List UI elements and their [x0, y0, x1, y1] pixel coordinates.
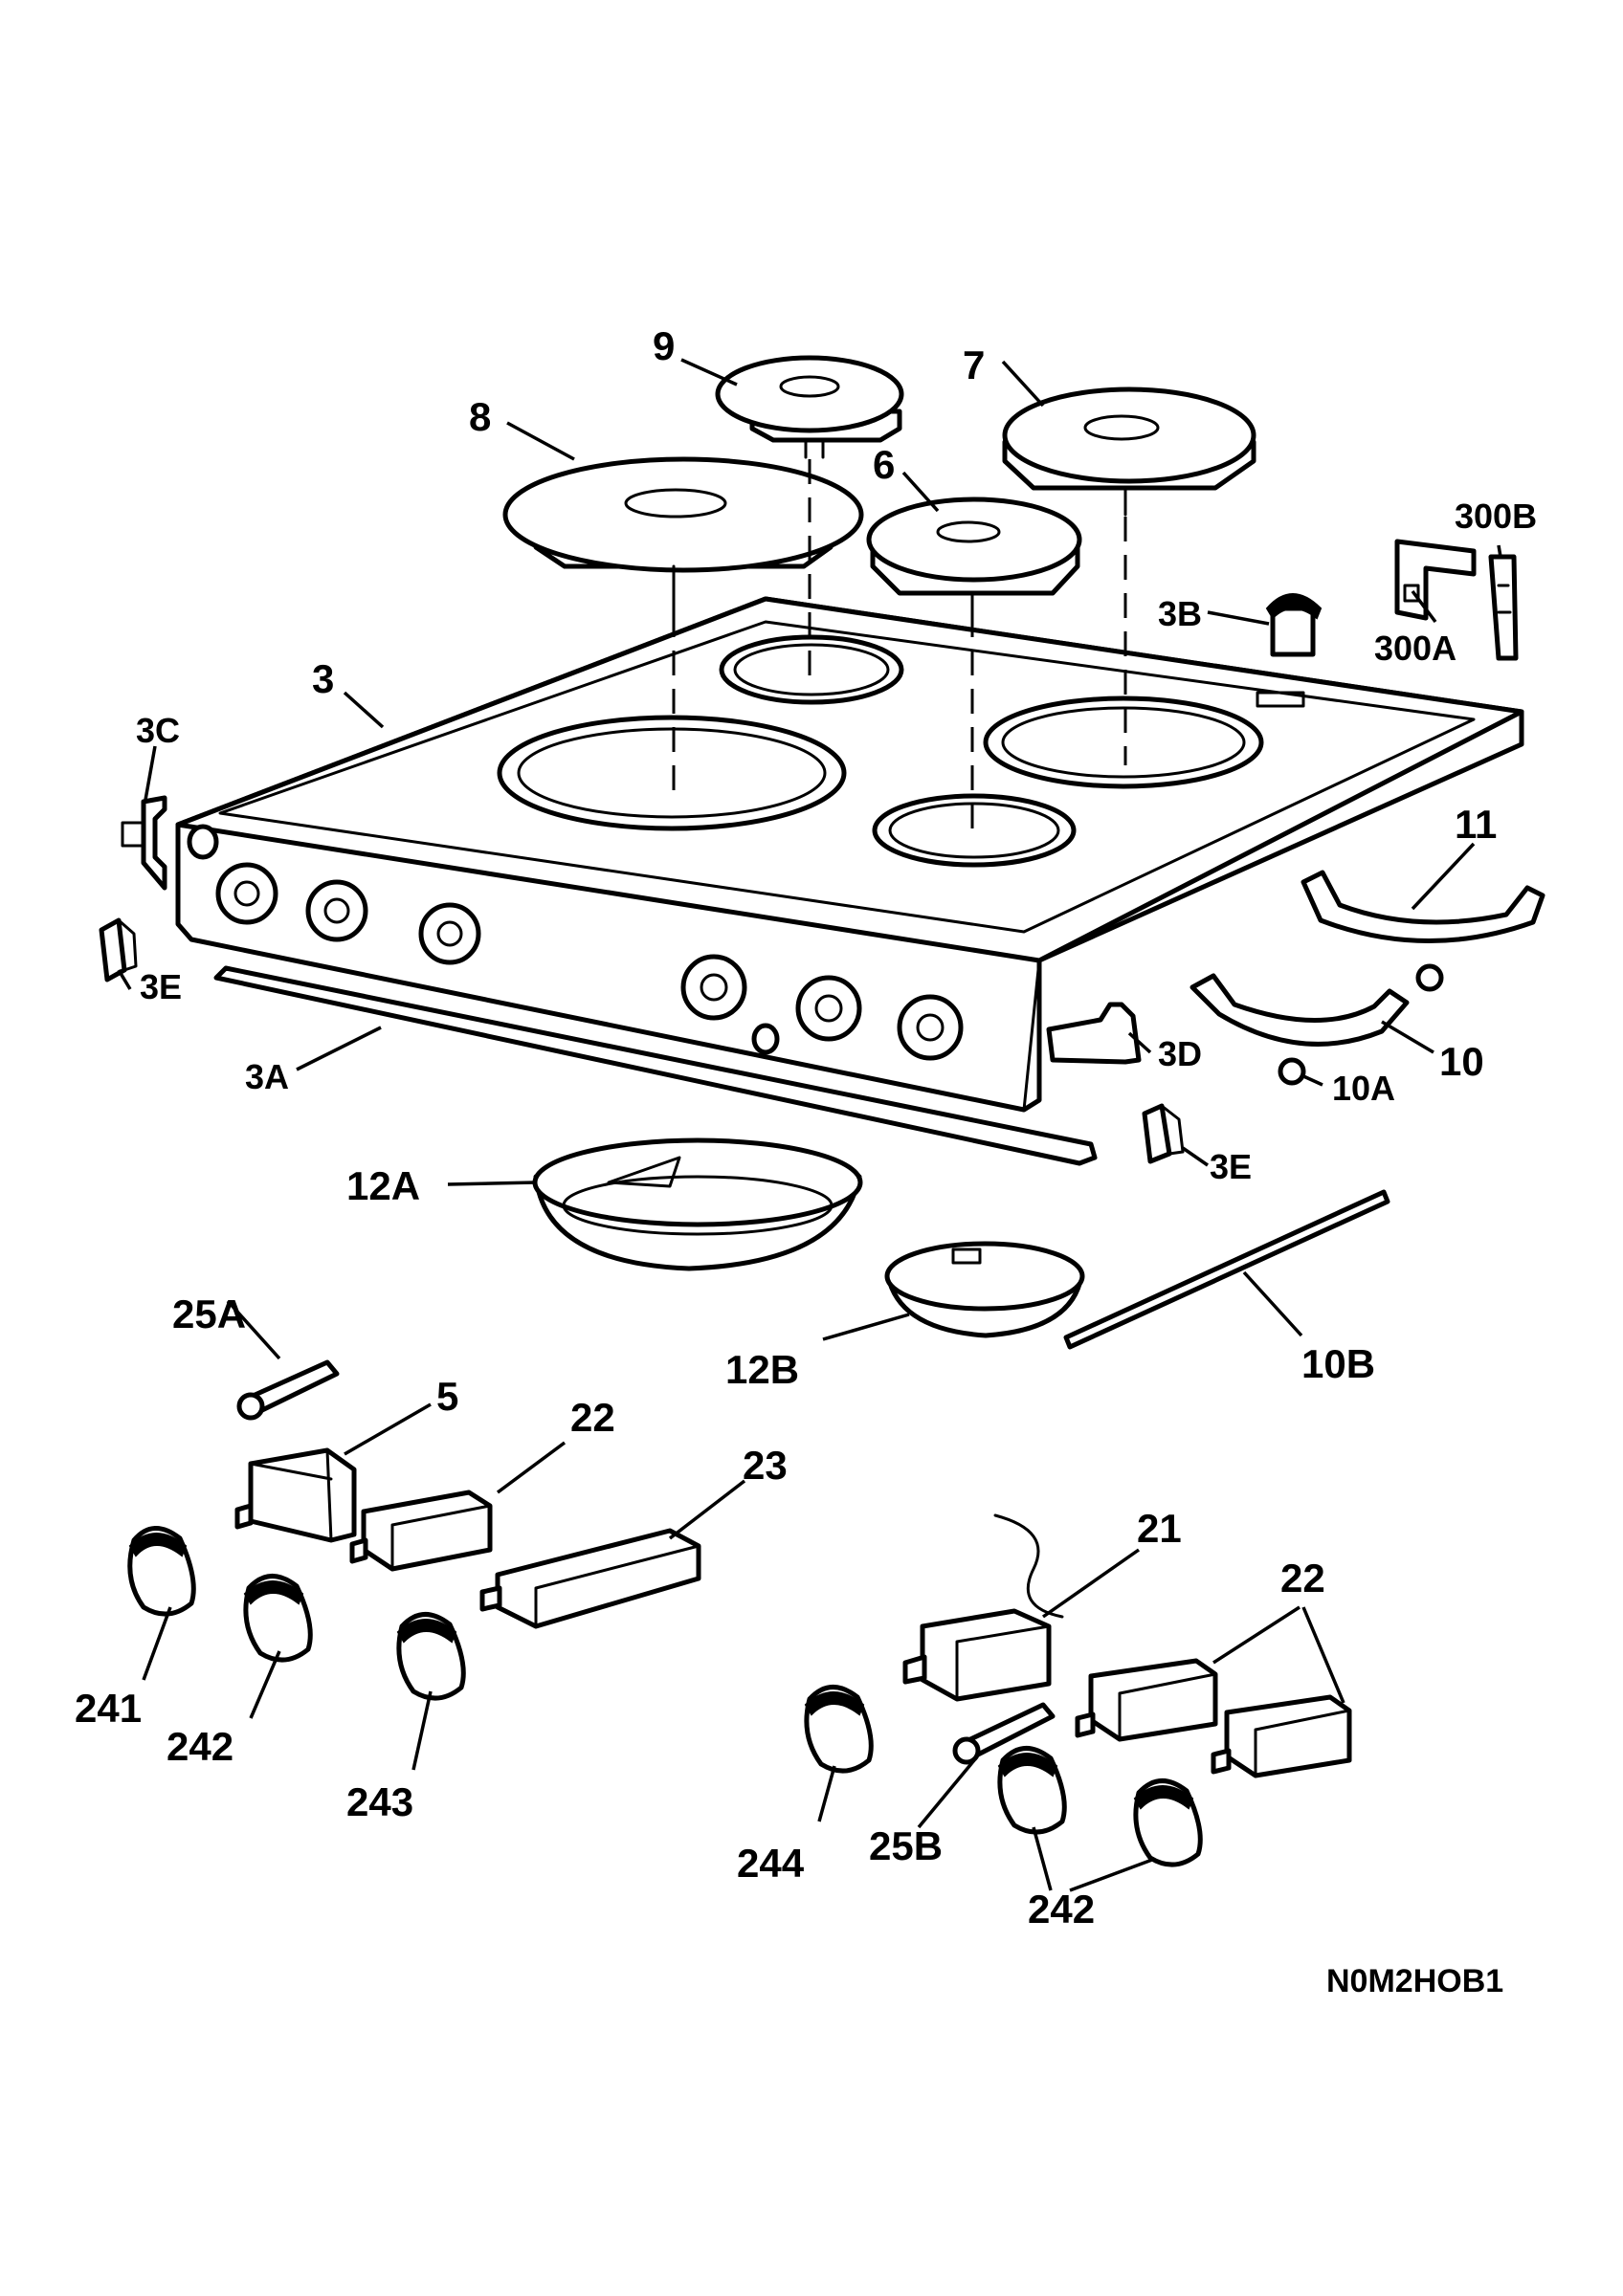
part-3a-rail: [213, 965, 1098, 1166]
part-22-switch-left: [349, 1490, 493, 1572]
label-3c: 3C: [136, 711, 180, 750]
label-244: 244: [737, 1841, 805, 1886]
part-3c: [121, 795, 167, 891]
part-22-switch-right-b: [1211, 1694, 1352, 1778]
knob-244: [804, 1685, 874, 1774]
part-3e-left: [99, 917, 138, 982]
label-21: 21: [1137, 1506, 1182, 1551]
assembly-lines: [672, 459, 1127, 842]
part-300a: [1394, 539, 1477, 621]
label-10b: 10B: [1301, 1341, 1375, 1386]
part-11-support: [1301, 870, 1545, 992]
knob-243: [396, 1612, 466, 1701]
leader-lines: [117, 358, 1502, 1892]
label-10: 10: [1439, 1039, 1484, 1084]
label-12b: 12B: [725, 1347, 799, 1392]
label-242-left: 242: [167, 1724, 233, 1769]
part-300b: [1488, 554, 1519, 661]
label-241: 241: [75, 1686, 142, 1731]
label-3a: 3A: [245, 1057, 289, 1096]
label-23: 23: [743, 1443, 788, 1488]
part-10b-rail: [1063, 1189, 1390, 1350]
part-21-thermostat: [902, 1513, 1064, 1702]
label-22-right: 22: [1280, 1556, 1325, 1601]
label-10a: 10A: [1332, 1069, 1395, 1108]
label-25b: 25B: [869, 1823, 943, 1868]
hob-top-3: [175, 596, 1524, 1113]
knob-242-right-b: [1133, 1778, 1203, 1867]
label-3e-right: 3E: [1210, 1147, 1252, 1186]
part-22-switch-right-a: [1075, 1658, 1218, 1742]
part-3d: [1046, 1002, 1142, 1065]
hotplate-8: [502, 456, 864, 614]
part-3b: [1265, 593, 1323, 657]
label-3: 3: [312, 656, 334, 701]
part-12a-tray: [532, 1137, 863, 1271]
label-243: 243: [346, 1779, 413, 1824]
knob-241: [127, 1526, 196, 1617]
part-25a-lamp: [236, 1359, 340, 1421]
hotplate-9: [715, 355, 904, 459]
hotplate-7: [1002, 386, 1256, 517]
drawing-code: N0M2HOB1: [1326, 1963, 1503, 1999]
part-5-regulator: [234, 1447, 357, 1543]
label-3e-left: 3E: [140, 967, 182, 1006]
part-12b-tray: [884, 1241, 1085, 1338]
label-12a: 12A: [346, 1163, 420, 1208]
part-3e-right: [1142, 1103, 1185, 1164]
label-3d: 3D: [1158, 1034, 1202, 1073]
label-242-right: 242: [1028, 1887, 1095, 1932]
part-10-support: [1189, 973, 1410, 1086]
label-11: 11: [1455, 802, 1497, 847]
hotplate-6: [866, 497, 1082, 614]
label-300b: 300B: [1455, 497, 1537, 536]
label-8: 8: [469, 394, 491, 439]
label-22-left: 22: [570, 1395, 615, 1440]
label-300a: 300A: [1374, 629, 1456, 668]
part-labels: 9 7 8 6 300B 3B 300A 3 3C 3E 3A 11 3D 10…: [75, 323, 1537, 1999]
knob-242-left: [243, 1574, 313, 1663]
label-5: 5: [436, 1374, 458, 1419]
label-7: 7: [963, 342, 985, 387]
label-9: 9: [653, 323, 675, 368]
part-25b-lamp: [952, 1702, 1056, 1765]
label-25a: 25A: [172, 1292, 246, 1336]
part-23-switch: [479, 1528, 701, 1629]
knob-242-right-a: [997, 1746, 1067, 1835]
label-6: 6: [873, 442, 895, 487]
label-3b: 3B: [1158, 594, 1202, 633]
